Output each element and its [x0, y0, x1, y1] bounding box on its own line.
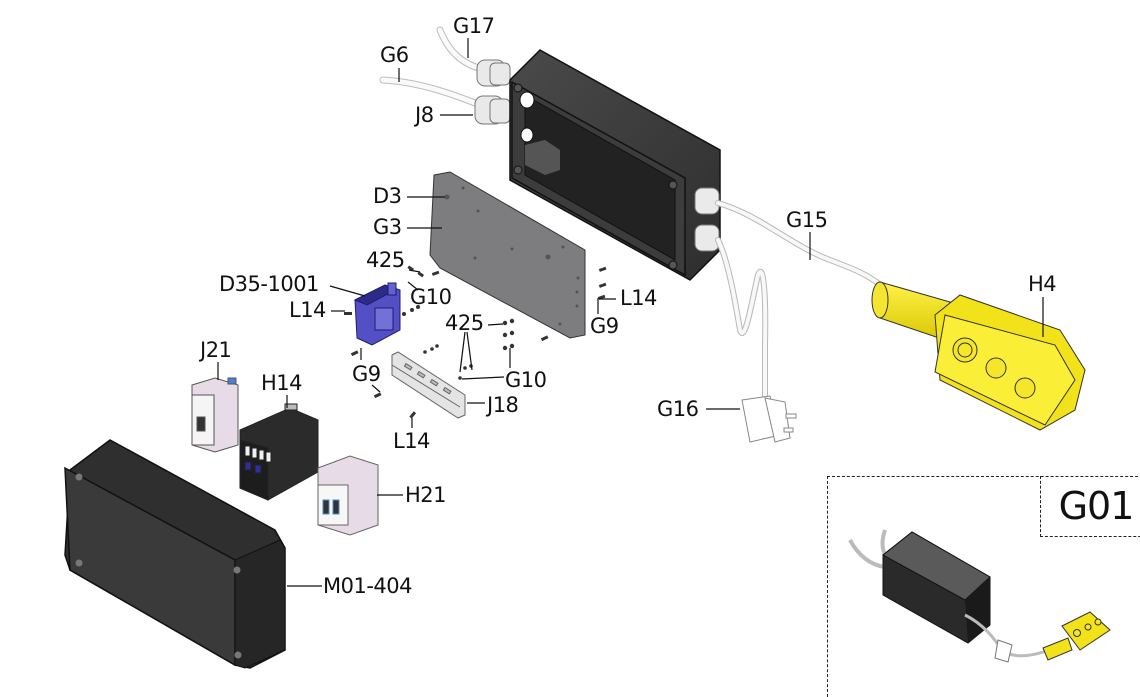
pendant-controller-h4 — [871, 281, 1086, 431]
cable-g6 — [379, 76, 484, 109]
transformer-d35-1001 — [353, 282, 401, 346]
callout-g9-right: G9 — [590, 314, 619, 338]
enclosure-lid-m01-404 — [64, 439, 286, 669]
cable-g15 — [715, 200, 888, 291]
callout-m01-404: M01-404 — [323, 574, 413, 598]
callout-g9-left: G9 — [352, 362, 381, 386]
contactor-h14 — [239, 403, 319, 501]
callout-j18: J18 — [487, 393, 519, 417]
callout-g3: G3 — [373, 215, 402, 239]
callout-l14-right: L14 — [620, 286, 657, 310]
din-rail-j18 — [391, 351, 466, 419]
mounting-plate-g3 — [429, 171, 586, 339]
callout-j21: J21 — [200, 338, 232, 362]
callout-j8: J8 — [415, 103, 434, 127]
callout-425-upper: 425 — [366, 248, 405, 272]
callout-d35-1001: D35-1001 — [219, 272, 319, 296]
callout-g10-lower: G10 — [505, 368, 547, 392]
cable-g16 — [715, 237, 769, 403]
callout-425-lower: 425 — [445, 311, 484, 335]
callout-d3: D3 — [373, 184, 402, 208]
assembled-view-inset — [848, 529, 1111, 663]
callout-h14: H14 — [261, 371, 303, 395]
cable-gland-j8 — [474, 59, 511, 125]
callout-h4: H4 — [1028, 272, 1057, 296]
callout-g15: G15 — [786, 208, 828, 232]
inset-title: G01 — [1040, 476, 1140, 537]
circuit-breaker-h21 — [317, 455, 379, 536]
callout-l14-left: L14 — [289, 298, 326, 322]
plug-g16 — [741, 395, 797, 443]
inset-frame — [827, 476, 1140, 697]
callout-g17: G17 — [453, 14, 495, 38]
callout-l14-bottom: L14 — [393, 429, 430, 453]
callout-g16: G16 — [657, 397, 699, 421]
callout-g6: G6 — [380, 43, 409, 67]
callout-h21: H21 — [405, 483, 447, 507]
circuit-breaker-j21 — [191, 377, 239, 453]
callout-g10-upper: G10 — [410, 285, 452, 309]
leader-lines — [217, 38, 1044, 587]
